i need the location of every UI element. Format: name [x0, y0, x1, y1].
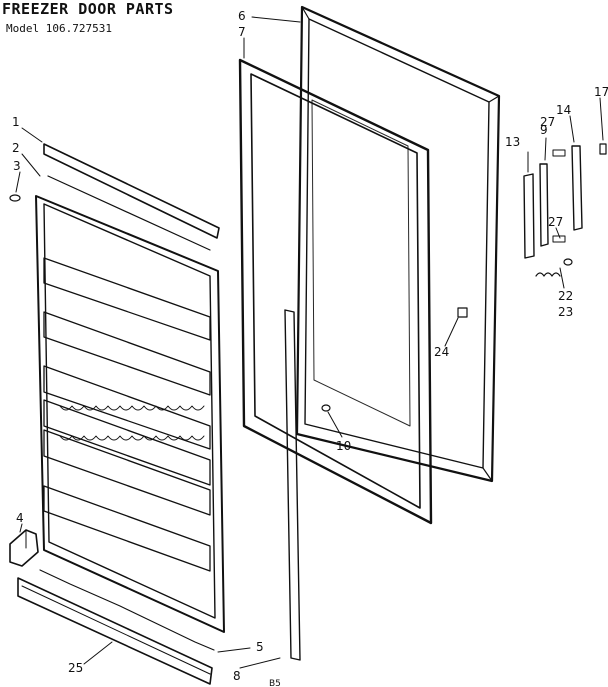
- callout-4: 4: [16, 511, 24, 525]
- callout-7: 7: [238, 25, 246, 39]
- callout-27b: 27: [548, 215, 563, 229]
- screw: [9, 194, 21, 202]
- inner-door-liner: [35, 195, 225, 633]
- callout-6: 6: [238, 9, 246, 23]
- spring-assembly: [535, 258, 573, 277]
- top-trim-strip: [43, 143, 220, 239]
- callout-13: 13: [505, 135, 520, 149]
- diagram-title: FREEZER DOOR PARTS: [2, 0, 174, 18]
- callout-17: 17: [594, 85, 608, 99]
- leader-lines: [15, 16, 604, 669]
- callout-25: 25: [68, 661, 83, 675]
- callout-1: 1: [12, 115, 20, 129]
- callout-2: 2: [12, 141, 20, 155]
- outer-door-panel: [295, 5, 501, 483]
- callout-10: 10: [336, 439, 351, 453]
- model-number: Model 106.727531: [6, 22, 112, 35]
- wire: [39, 569, 215, 651]
- bracket: [9, 529, 39, 567]
- callout-14: 14: [556, 103, 571, 117]
- callout-3: 3: [13, 159, 21, 173]
- callout-8: 8: [233, 669, 241, 683]
- breaker-strip: [47, 175, 211, 251]
- plug: [321, 404, 331, 412]
- callout-23: 23: [558, 305, 573, 319]
- callout-24: 24: [434, 345, 449, 359]
- door-gasket: [238, 58, 433, 525]
- callout-9: 9: [540, 123, 548, 137]
- callout-27a: 27: [540, 115, 555, 129]
- door-stop: [457, 307, 468, 318]
- callout-5: 5: [256, 640, 264, 654]
- hinge-parts: [523, 143, 607, 259]
- diagram-code: B5: [269, 679, 281, 687]
- vertical-strip: [284, 309, 301, 661]
- callout-22: 22: [558, 289, 573, 303]
- bottom-trim: [17, 577, 213, 685]
